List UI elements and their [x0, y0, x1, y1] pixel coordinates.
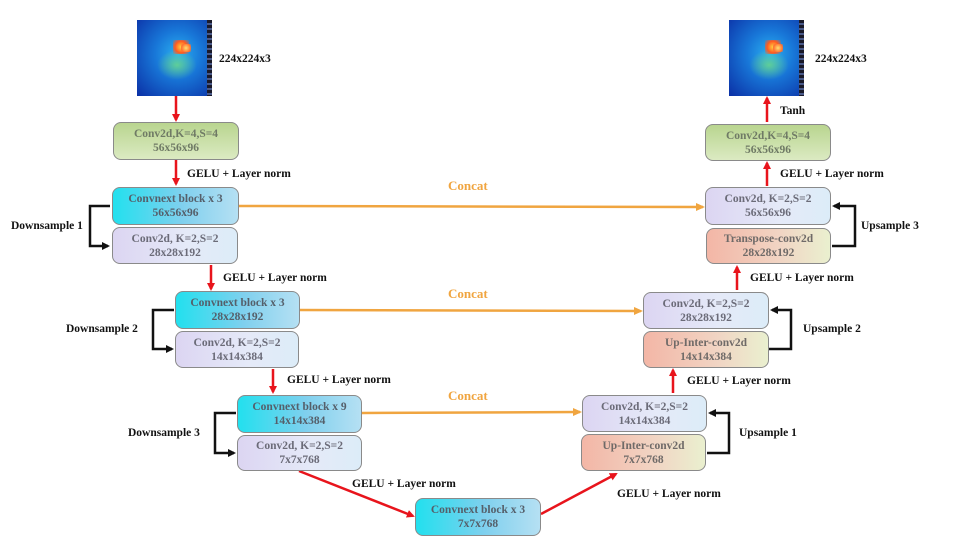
- encoder-stage2-block-line1: Convnext block x 3: [190, 297, 285, 309]
- concat-label-3: Concat: [448, 388, 488, 403]
- downsample-1-label: Downsample 1: [11, 220, 83, 232]
- encoder-stage1-convnext-block: Convnext block x 3 56x56x96: [112, 187, 239, 225]
- upsample-2-label: Upsample 2: [803, 323, 861, 335]
- concat-arrow-3: [361, 408, 582, 417]
- encoder-stage3-down-line1: Conv2d, K=2,S=2: [256, 440, 343, 452]
- encoder-stage1-act-label: GELU + Layer norm: [223, 272, 327, 284]
- encoder-stage3-downsample-conv: Conv2d, K=2,S=2 7x7x768: [237, 435, 362, 471]
- encoder-stem-conv-line1: Conv2d,K=4,S=4: [133, 128, 219, 140]
- input-size-label: 224x224x3: [219, 53, 271, 65]
- encoder-stage1-downsample-conv: Conv2d, K=2,S=2 28x28x192: [112, 227, 238, 264]
- decoder-up2-conv-line1: Conv2d, K=2,S=2: [662, 297, 750, 310]
- bottleneck-act-label: GELU + Layer norm: [617, 488, 721, 500]
- decoder-up3-conv: Conv2d, K=2,S=2 56x56x96: [705, 187, 831, 225]
- concat-label-2: Concat: [448, 286, 488, 301]
- decoder-head-line1: Conv2d,K=4,S=4: [725, 129, 811, 142]
- decoder-head-act-label: Tanh: [780, 105, 806, 117]
- bottleneck-line1: Convnext block x 3: [430, 504, 526, 516]
- bottleneck-convnext-block: Convnext block x 3 7x7x768: [415, 498, 541, 536]
- encoder-stage2-downsample-conv: Conv2d, K=2,S=2 14x14x384: [175, 331, 299, 368]
- downsample-2-label: Downsample 2: [66, 323, 138, 335]
- decoder-up3-conv-line1: Conv2d, K=2,S=2: [724, 193, 812, 205]
- decoder-up1-conv-line2: 14x14x384: [618, 414, 671, 427]
- encoder-stem-conv-line2: 56x56x96: [153, 142, 199, 154]
- downsample-3-loop: [213, 411, 236, 457]
- output-image: [729, 20, 804, 96]
- downsample-2-loop: [151, 308, 174, 353]
- encoder-stage3-convnext-block: Convnext block x 9 14x14x384: [237, 395, 362, 433]
- encoder-stage1-block-line2: 56x56x96: [152, 207, 199, 219]
- downsample-3-label: Downsample 3: [128, 427, 200, 439]
- encoder-stage3-block-line2: 14x14x384: [273, 415, 326, 427]
- decoder-up1-act-label: GELU + Layer norm: [687, 375, 791, 387]
- encoder-stage2-block-line2: 28x28x192: [211, 311, 264, 323]
- upsample-1-label: Upsample 1: [739, 427, 797, 439]
- decoder-up1-upsample: Up-Inter-conv2d 7x7x768: [581, 434, 706, 471]
- decoder-head-line2: 56x56x96: [745, 143, 791, 156]
- encoder-stage1-down-line1: Conv2d, K=2,S=2: [131, 232, 219, 245]
- upsample-1-loop: [707, 409, 731, 455]
- decoder-up3-act-label: GELU + Layer norm: [780, 168, 884, 180]
- encoder-stem-act-label: GELU + Layer norm: [187, 168, 291, 180]
- decoder-up1-up-line1: Up-Inter-conv2d: [602, 439, 685, 452]
- decoder-up2-upsample: Up-Inter-conv2d 14x14x384: [643, 331, 769, 368]
- upsample-3-label: Upsample 3: [861, 220, 919, 232]
- encoder-stage2-convnext-block: Convnext block x 3 28x28x192: [175, 291, 300, 329]
- decoder-up2-act-label: GELU + Layer norm: [750, 272, 854, 284]
- encoder-stage2-down-line1: Conv2d, K=2,S=2: [193, 336, 281, 349]
- upsample-3-loop: [832, 202, 857, 248]
- decoder-up1-conv-line1: Conv2d, K=2,S=2: [601, 400, 688, 413]
- decoder-up3-upsample: Transpose-conv2d 28x28x192: [706, 228, 831, 264]
- encoder-stage1-block-line1: Convnext block x 3: [128, 193, 223, 205]
- decoder-up2-up-line1: Up-Inter-conv2d: [665, 336, 747, 349]
- concat-label-1: Concat: [448, 178, 488, 193]
- decoder-up1-conv: Conv2d, K=2,S=2 14x14x384: [582, 395, 707, 432]
- encoder-stage3-block-line1: Convnext block x 9: [252, 401, 347, 413]
- downsample-1-loop: [88, 204, 110, 250]
- concat-arrow-1: [238, 202, 705, 211]
- arrow-stage3-to-bottleneck: [298, 469, 415, 518]
- encoder-stage3-down-line2: 7x7x768: [279, 454, 320, 466]
- decoder-up3-up-line1: Transpose-conv2d: [723, 233, 814, 245]
- concat-arrow-2: [299, 306, 643, 315]
- encoder-stage2-down-line2: 14x14x384: [211, 350, 263, 363]
- encoder-stage3-act-label: GELU + Layer norm: [352, 478, 456, 490]
- encoder-stage1-down-line2: 28x28x192: [149, 246, 201, 259]
- bottleneck-line2: 7x7x768: [457, 518, 499, 530]
- decoder-up2-up-line2: 14x14x384: [680, 350, 732, 363]
- decoder-up1-up-line2: 7x7x768: [623, 453, 664, 466]
- decoder-up2-conv: Conv2d, K=2,S=2 28x28x192: [643, 292, 769, 329]
- decoder-up3-up-line2: 28x28x192: [742, 247, 795, 259]
- decoder-head-conv: Conv2d,K=4,S=4 56x56x96: [705, 124, 831, 161]
- upsample-2-loop: [769, 306, 793, 351]
- input-image: [137, 20, 212, 96]
- output-size-label: 224x224x3: [815, 53, 867, 65]
- encoder-stem-conv: Conv2d,K=4,S=4 56x56x96: [113, 122, 239, 160]
- decoder-up2-conv-line2: 28x28x192: [680, 311, 732, 324]
- encoder-stage2-act-label: GELU + Layer norm: [287, 374, 391, 386]
- decoder-up3-conv-line2: 56x56x96: [745, 207, 791, 219]
- arrow-bottleneck-to-up1: [540, 472, 618, 516]
